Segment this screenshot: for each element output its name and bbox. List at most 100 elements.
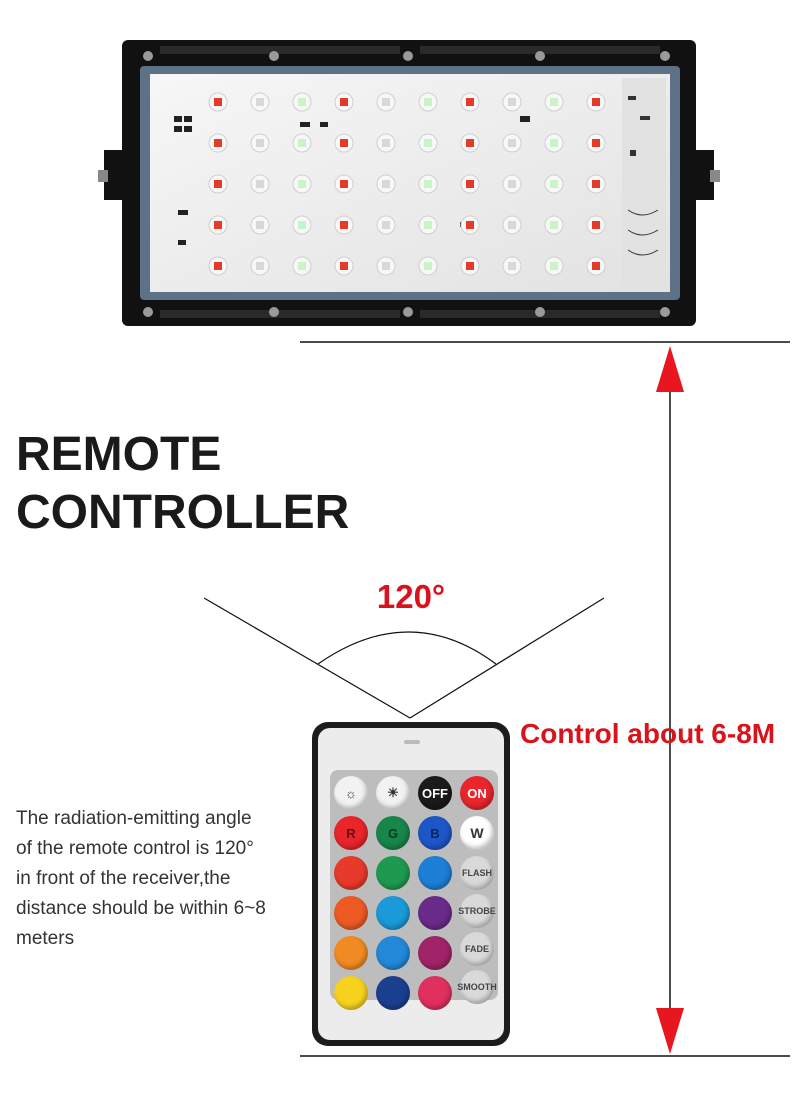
led-chip (214, 139, 222, 147)
led-chip (214, 98, 222, 106)
remote-face: ☼ ☀ OFF ON W FLASH STROBE FADE (318, 728, 504, 1040)
led-chip (424, 180, 432, 188)
description-line: distance should be within 6~8 (16, 898, 266, 919)
description-line: in front of the receiver,the (16, 868, 231, 889)
page-title: REMOTE CONTROLLER (16, 426, 349, 542)
led-chip (256, 221, 264, 229)
led-chip (214, 262, 222, 270)
brightness-down-button[interactable]: ☀ (376, 776, 410, 810)
led-chip (466, 221, 474, 229)
angle-line-left (203, 597, 411, 719)
bracket-right (692, 150, 714, 200)
led-chip (382, 139, 390, 147)
led-chip (424, 221, 432, 229)
led-chip (550, 221, 558, 229)
color-button[interactable]: G (376, 816, 410, 850)
led-chip (256, 262, 264, 270)
color-button[interactable] (418, 896, 452, 930)
led-chip (298, 262, 306, 270)
description-line: meters (16, 928, 75, 949)
brightness-up-button[interactable]: ☼ (334, 776, 368, 810)
title-line-2: CONTROLLER (16, 486, 350, 539)
button-panel: ☼ ☀ OFF ON W FLASH STROBE FADE (330, 770, 498, 1010)
led-chip (214, 221, 222, 229)
rgb-label: G (387, 825, 399, 841)
fade-button[interactable]: FADE (460, 932, 494, 966)
on-label: ON (467, 785, 487, 801)
led-chip (424, 98, 432, 106)
led-chip (550, 139, 558, 147)
led-chip (424, 139, 432, 147)
on-button[interactable]: ON (460, 776, 494, 810)
led-grid (208, 92, 606, 276)
led-chip (508, 221, 516, 229)
led-chip (340, 221, 348, 229)
led-chip (256, 98, 264, 106)
angle-line-right (409, 597, 605, 719)
description-line: of the remote control is 120° (16, 838, 254, 859)
color-button[interactable] (376, 936, 410, 970)
led-chip (466, 262, 474, 270)
flash-button[interactable]: FLASH (460, 856, 494, 890)
led-chip (298, 221, 306, 229)
led-chip (256, 139, 264, 147)
description: The radiation-emitting angle of the remo… (16, 804, 306, 954)
white-label: W (470, 825, 484, 841)
color-button[interactable]: B (418, 816, 452, 850)
led-chip (340, 180, 348, 188)
color-button[interactable] (418, 856, 452, 890)
fade-label: FADE (464, 944, 489, 954)
remote-controller: ☼ ☀ OFF ON W FLASH STROBE FADE (312, 722, 510, 1046)
led-chip (550, 262, 558, 270)
led-chip (298, 98, 306, 106)
color-button[interactable] (334, 896, 368, 930)
color-button[interactable] (418, 936, 452, 970)
description-line: The radiation-emitting angle (16, 808, 252, 829)
led-chip (256, 180, 264, 188)
color-button[interactable] (376, 976, 410, 1010)
rgb-label: R (346, 825, 356, 841)
led-chip (550, 180, 558, 188)
led-chip (508, 180, 516, 188)
led-chip (508, 262, 516, 270)
color-button[interactable] (334, 976, 368, 1010)
smooth-button[interactable]: SMOOTH (457, 970, 497, 1004)
led-chip (466, 180, 474, 188)
rgb-label: B (430, 825, 440, 841)
strobe-button[interactable]: STROBE (458, 894, 496, 928)
angle-arc (317, 631, 497, 665)
color-button[interactable] (418, 976, 452, 1010)
led-chip (508, 139, 516, 147)
led-chip (382, 180, 390, 188)
led-chip (592, 180, 600, 188)
brightness-up-icon: ☼ (345, 785, 357, 801)
range-label: Control about 6-8M (520, 718, 776, 749)
color-button[interactable]: R (334, 816, 368, 850)
flash-label: FLASH (462, 868, 492, 878)
led-chip (298, 139, 306, 147)
led-chip (508, 98, 516, 106)
led-chip (466, 139, 474, 147)
angle-label: 120° (376, 578, 446, 615)
color-button[interactable] (376, 856, 410, 890)
color-button[interactable] (334, 856, 368, 890)
white-button[interactable]: W (460, 816, 494, 850)
color-button[interactable] (376, 896, 410, 930)
title-line-1: REMOTE (16, 428, 222, 481)
off-label: OFF (422, 785, 448, 801)
off-button[interactable]: OFF (418, 776, 452, 810)
strobe-label: STROBE (458, 906, 496, 916)
led-chip (424, 262, 432, 270)
led-chip (592, 98, 600, 106)
color-button[interactable] (334, 936, 368, 970)
led-chip (550, 98, 558, 106)
led-chip (592, 221, 600, 229)
arrow-head-up (656, 346, 684, 392)
led-chip (340, 98, 348, 106)
led-chip (340, 139, 348, 147)
led-chip (382, 262, 390, 270)
led-chip (382, 98, 390, 106)
bracket-left (104, 150, 126, 200)
floodlight-panel (98, 40, 720, 326)
led-chip (214, 180, 222, 188)
